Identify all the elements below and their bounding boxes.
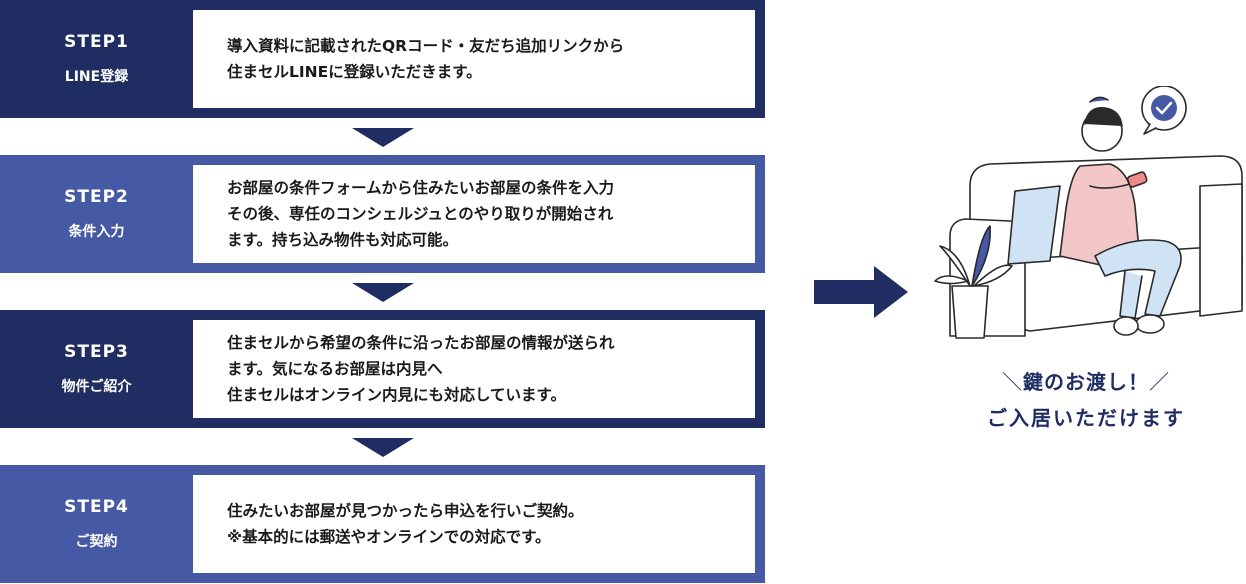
step-description: 住みたいお部屋が見つかったら申込を行いご契約。 ※基本的には郵送やオンラインでの… bbox=[227, 502, 584, 546]
step-2-label: STEP2 条件入力 bbox=[0, 155, 193, 273]
step-name: 物件ご紹介 bbox=[61, 379, 132, 395]
down-arrow-icon bbox=[352, 283, 414, 302]
caption-line-1: ＼鍵のお渡し！／ bbox=[955, 364, 1217, 400]
step-4-description-box: 住みたいお部屋が見つかったら申込を行いご契約。 ※基本的には郵送やオンラインでの… bbox=[193, 475, 755, 573]
step-description: お部屋の条件フォームから住みたいお部屋の条件を入力 その後、専任のコンシェルジュ… bbox=[227, 179, 615, 249]
step-2-description-box: お部屋の条件フォームから住みたいお部屋の条件を入力 その後、専任のコンシェルジュ… bbox=[193, 165, 755, 263]
step-number: STEP1 bbox=[64, 32, 129, 52]
step-3: STEP3 物件ご紹介 住まセルから希望の条件に沿ったお部屋の情報が送られ ます… bbox=[0, 310, 765, 428]
caption-text-1: 鍵のお渡し！ bbox=[1023, 370, 1149, 394]
step-1-description-box: 導入資料に記載されたQRコード・友だち追加リンクから 住まセルLINEに登録いた… bbox=[193, 10, 755, 108]
step-number: STEP2 bbox=[64, 187, 129, 207]
step-3-label: STEP3 物件ご紹介 bbox=[0, 310, 193, 428]
step-number: STEP4 bbox=[64, 497, 129, 517]
step-name: 条件入力 bbox=[68, 224, 125, 240]
right-arrow-icon bbox=[814, 266, 908, 318]
step-4-label: STEP4 ご契約 bbox=[0, 465, 193, 583]
caption-slash-left: ＼ bbox=[1002, 370, 1023, 394]
caption-line-2: ご入居いただけます bbox=[987, 406, 1185, 430]
step-description: 導入資料に記載されたQRコード・友だち追加リンクから 住まセルLINEに登録いた… bbox=[227, 37, 625, 81]
step-number: STEP3 bbox=[64, 342, 129, 362]
step-4: STEP4 ご契約 住みたいお部屋が見つかったら申込を行いご契約。 ※基本的には… bbox=[0, 465, 765, 583]
step-name: ご契約 bbox=[75, 534, 118, 550]
step-1-label: STEP1 LINE登録 bbox=[0, 0, 193, 118]
caption-slash-right: ／ bbox=[1149, 370, 1170, 394]
step-name: LINE登録 bbox=[64, 69, 129, 85]
down-arrow-icon bbox=[352, 128, 414, 147]
move-in-caption: ＼鍵のお渡し！／ ご入居いただけます bbox=[955, 364, 1217, 436]
down-arrow-icon bbox=[352, 438, 414, 457]
woman-on-sofa-illustration bbox=[934, 86, 1243, 339]
check-bubble-icon bbox=[1141, 86, 1187, 135]
step-1: STEP1 LINE登録 導入資料に記載されたQRコード・友だち追加リンクから … bbox=[0, 0, 765, 118]
step-description: 住まセルから希望の条件に沿ったお部屋の情報が送られ ます。気になるお部屋は内見へ… bbox=[227, 334, 615, 404]
step-2: STEP2 条件入力 お部屋の条件フォームから住みたいお部屋の条件を入力 その後… bbox=[0, 155, 765, 273]
step-3-description-box: 住まセルから希望の条件に沿ったお部屋の情報が送られ ます。気になるお部屋は内見へ… bbox=[193, 320, 755, 418]
